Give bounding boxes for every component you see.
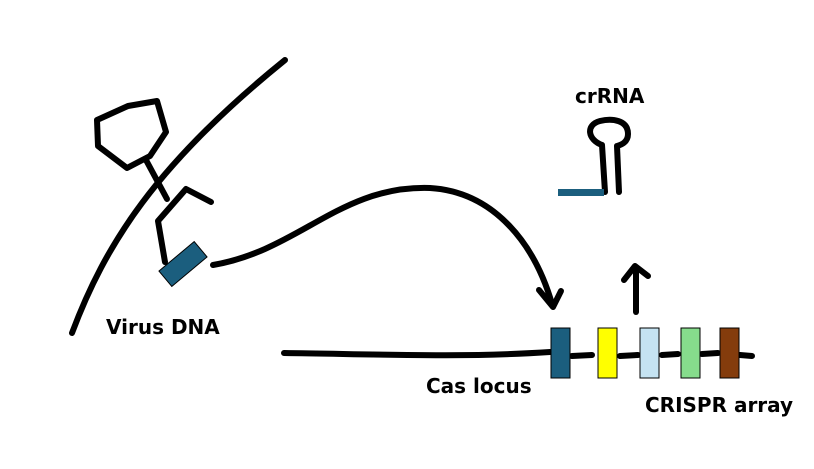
crrna-label: crRNA [575, 84, 645, 108]
cas-locus-line [281, 349, 553, 359]
cas-locus-label: Cas locus [426, 374, 532, 398]
array-connector-3 [659, 351, 681, 358]
array-connector-2 [617, 352, 641, 359]
transcription-arrowhead [621, 263, 651, 283]
crrna-hairpin [587, 116, 631, 195]
array-connector-1 [569, 352, 595, 359]
virus-dna-label: Virus DNA [106, 315, 220, 339]
crispr-repeat-2 [597, 327, 618, 379]
phage-legs [155, 186, 214, 265]
crispr-repeat-4 [680, 327, 701, 379]
crispr-array-label: CRISPR array [645, 393, 793, 417]
crispr-repeat-5 [719, 327, 740, 379]
crispr-repeat-1 [550, 327, 571, 379]
integration-arrowhead [536, 287, 564, 310]
crrna-spacer [558, 189, 604, 196]
array-connector-5 [737, 352, 755, 359]
integration-arrow [210, 184, 555, 307]
crispr-repeat-3 [639, 327, 660, 379]
cell-membrane [69, 57, 288, 336]
array-connector-4 [699, 350, 721, 357]
phage-head [94, 98, 169, 171]
virus-dna-segment [158, 240, 208, 288]
phage-tail [143, 157, 170, 202]
